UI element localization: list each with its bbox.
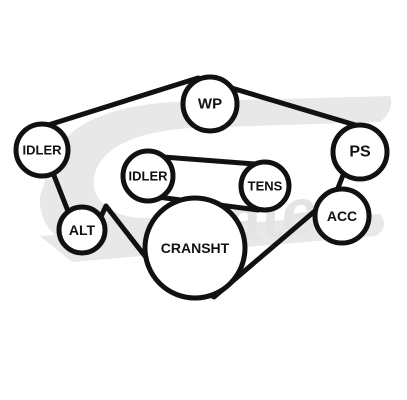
pulley-label-acc: ACC [327, 208, 357, 224]
pulley-label-ps: PS [349, 144, 371, 161]
pulley-label-cransht: CRANSHT [161, 240, 230, 256]
pulley-label-tens: TENS [248, 179, 283, 194]
pulley-tens: TENS [238, 159, 292, 213]
pulley-wp: WP [180, 74, 240, 134]
pulley-label-idler-center: IDLER [129, 169, 169, 184]
pulley-idler-left: IDLER [13, 121, 71, 179]
pulley-alt: ALT [56, 204, 108, 256]
pulley-label-alt: ALT [69, 222, 96, 238]
pulley-label-idler-left: IDLER [23, 143, 63, 158]
pulley-ps: PS [330, 122, 390, 182]
pulley-label-wp: WP [198, 96, 222, 113]
pulley-cransht: CRANSHT [142, 195, 248, 301]
pulley-acc: ACC [312, 186, 372, 246]
pulley-idler-center: IDLER [120, 148, 176, 204]
